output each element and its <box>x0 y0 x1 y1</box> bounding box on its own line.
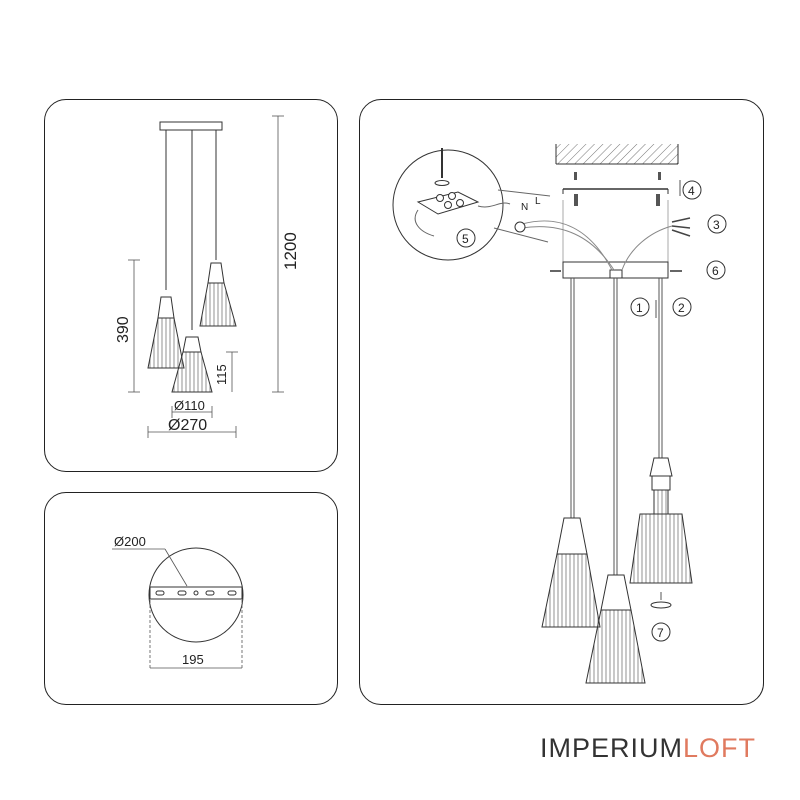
step-4-label: 4 <box>688 184 695 198</box>
dim-canopy-diameter: Ø200 <box>114 534 146 549</box>
brand-part-2: LOFT <box>683 733 757 763</box>
step-1-label: 1 <box>636 301 643 315</box>
lamp-elevation <box>147 121 237 393</box>
pendant-shades <box>541 457 693 684</box>
mounting-bracket <box>562 188 669 206</box>
supply-cable <box>521 220 673 271</box>
step-6-label: 6 <box>712 264 719 278</box>
dim-shade-hang-height: 390 <box>115 316 132 343</box>
connector-detail <box>671 217 691 237</box>
brand-part-1: IMPERIUM <box>540 733 683 763</box>
canopy <box>550 200 682 279</box>
pendant-cords <box>570 278 663 575</box>
step-5-label: 5 <box>462 232 469 246</box>
step-2-label: 2 <box>678 301 685 315</box>
dim-total-height: 1200 <box>281 232 300 270</box>
dim-shade-diameter: Ø110 <box>174 398 205 413</box>
step-markers <box>456 180 727 642</box>
brand-logo: IMPERIUMLOFT <box>540 733 756 764</box>
wire-live-label: L <box>535 196 541 207</box>
dim-total-diameter: Ø270 <box>168 417 207 434</box>
dimension-lines <box>128 115 284 438</box>
terminal-detail <box>392 148 551 261</box>
wire-neutral-label: N <box>521 202 528 213</box>
dim-bracket-width: 195 <box>182 652 204 667</box>
step-7-label: 7 <box>657 626 664 640</box>
dim-shade-height: 115 <box>214 364 229 385</box>
canopy-plate <box>112 547 244 670</box>
dimensions-panel <box>44 99 338 472</box>
step-3-label: 3 <box>713 218 720 232</box>
ceiling <box>555 144 679 180</box>
